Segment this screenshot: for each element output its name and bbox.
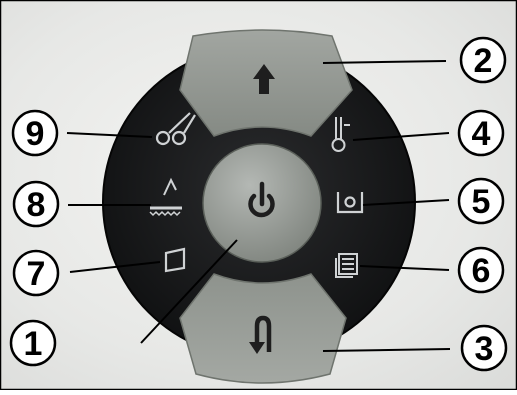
callout-number-1: 1 [24, 325, 43, 363]
callout-8: 8 [12, 180, 60, 228]
power-button[interactable] [202, 143, 322, 263]
up-arrow-icon [253, 64, 275, 94]
callout-9: 9 [11, 109, 59, 157]
parallelogram-icon [164, 247, 186, 273]
callout-number-6: 6 [472, 252, 491, 290]
callout-number-4: 4 [472, 115, 491, 153]
callout-number-9: 9 [26, 115, 45, 153]
callout-number-8: 8 [27, 186, 46, 224]
callout-5: 5 [457, 177, 505, 225]
callout-4: 4 [457, 109, 505, 157]
callout-leader-lines [66, 60, 451, 352]
edge-icon [149, 177, 182, 217]
photo-icon [336, 192, 364, 214]
document-icon [335, 253, 358, 278]
thermometer-icon [331, 117, 350, 152]
callout-number-7: 7 [27, 255, 46, 293]
return-arrow-icon [249, 315, 272, 354]
power-icon [248, 181, 275, 218]
return-button[interactable] [179, 273, 347, 384]
scissors-icon [155, 112, 196, 146]
up-arrow-button[interactable] [179, 29, 353, 137]
callout-number-2: 2 [474, 42, 493, 80]
callout-1: 1 [9, 319, 57, 367]
callout-3: 3 [460, 324, 508, 372]
callout-number-3: 3 [475, 330, 494, 368]
callout-7: 7 [12, 249, 60, 297]
callout-6: 6 [457, 246, 505, 294]
callout-2: 2 [459, 36, 507, 84]
callout-number-5: 5 [472, 183, 491, 221]
